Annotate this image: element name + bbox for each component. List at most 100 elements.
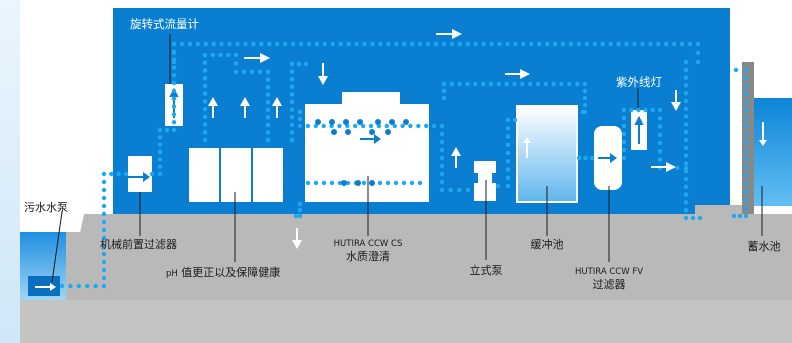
flow-dot xyxy=(632,41,637,47)
flow-dot xyxy=(683,184,689,189)
flow-dot xyxy=(297,116,303,122)
flow-dot xyxy=(608,41,613,47)
flow-dot xyxy=(202,91,208,96)
flow-dot xyxy=(171,104,177,109)
ph-prefix: pH xyxy=(166,269,178,279)
flow-dot xyxy=(305,123,311,129)
flow-dot xyxy=(545,41,550,47)
flow-dot xyxy=(679,41,685,47)
flow-dot xyxy=(683,98,689,104)
flow-dot xyxy=(303,61,309,67)
ccw-fv-model-label: HUTIRA CCW FV xyxy=(574,267,644,277)
flow-dot xyxy=(171,65,177,70)
flow-dot xyxy=(157,157,163,162)
flow-dot xyxy=(123,171,129,177)
flow-dot xyxy=(743,157,749,162)
flow-dot xyxy=(265,77,271,82)
flow-dot xyxy=(582,81,588,87)
flow-dot xyxy=(621,131,627,137)
flow-dot xyxy=(243,41,248,47)
flow-dot xyxy=(157,127,163,133)
flow-dot xyxy=(683,169,689,174)
flow-dot xyxy=(683,122,689,127)
sewage-pump-arrow xyxy=(35,283,56,291)
ph-tank-2 xyxy=(221,148,251,202)
flow-dot xyxy=(283,41,288,47)
flow-dot xyxy=(417,41,423,47)
flow-dot xyxy=(695,41,701,47)
flow-dot xyxy=(439,163,445,169)
flow-dot xyxy=(157,142,163,147)
flow-dot xyxy=(743,100,749,105)
flow-dot xyxy=(695,59,701,65)
flow-dot xyxy=(293,213,299,219)
flow-dot xyxy=(157,135,163,140)
flow-dot xyxy=(473,41,478,47)
flow-dot xyxy=(576,41,582,47)
flow-dot xyxy=(202,99,208,104)
flow-dot xyxy=(219,41,224,47)
flow-dot xyxy=(187,41,193,47)
flow-dot xyxy=(505,183,511,189)
flow-dot xyxy=(560,41,566,47)
flow-dot xyxy=(683,192,689,197)
flow-dot xyxy=(313,180,319,186)
flow-dot xyxy=(202,114,208,120)
flow-dot xyxy=(354,41,359,47)
flow-dot xyxy=(101,275,107,281)
flow-dot xyxy=(743,140,749,146)
flow-dot xyxy=(251,41,256,47)
flow-dot xyxy=(249,69,255,75)
buffer-tank-arrow xyxy=(523,137,531,158)
sewage-pump-label: 污水水泵 xyxy=(24,201,68,214)
flow-dot xyxy=(202,60,208,65)
flow-dot xyxy=(513,41,518,47)
flow-dot xyxy=(202,106,208,112)
flow-dot xyxy=(289,69,295,74)
flow-dot xyxy=(439,187,445,193)
flow-dot xyxy=(743,205,749,211)
flow-dot xyxy=(505,159,511,164)
flow-dot xyxy=(457,187,462,193)
flow-dot xyxy=(495,183,501,189)
flow-dot xyxy=(233,69,239,75)
flow-dot xyxy=(505,150,511,156)
flow-dot xyxy=(289,130,295,135)
flow-dot xyxy=(410,41,415,47)
flow-dot xyxy=(305,180,311,186)
flow-dot xyxy=(226,52,231,58)
flow-dot xyxy=(289,61,295,67)
pool-wall xyxy=(66,214,98,300)
flow-dot xyxy=(297,201,303,207)
flow-dot xyxy=(656,41,661,47)
flow-dot xyxy=(657,124,663,129)
flow-dot xyxy=(298,41,304,47)
flow-dot xyxy=(289,99,295,105)
storage-tank-label: 蓄水池 xyxy=(747,240,781,253)
flow-dot xyxy=(683,208,689,213)
flow-dot xyxy=(439,155,445,161)
flow-dot xyxy=(321,123,326,129)
flow-dot xyxy=(439,123,445,129)
flow-dot xyxy=(289,115,295,120)
flow-dot xyxy=(265,92,271,97)
ph-tank-3 xyxy=(253,148,283,202)
flow-path-storage xyxy=(293,67,749,219)
flow-dot xyxy=(297,123,303,129)
flow-dot xyxy=(743,75,749,81)
flow-dot xyxy=(385,180,391,186)
flow-dot xyxy=(401,180,407,186)
flow-dot xyxy=(353,123,358,129)
flow-dot xyxy=(101,227,107,233)
uv-lamp-arrow xyxy=(634,115,644,144)
flow-dot xyxy=(743,124,749,129)
flow-dot xyxy=(321,180,327,186)
flow-dot xyxy=(683,215,689,221)
flow-dot xyxy=(289,137,295,143)
flow-dot xyxy=(68,283,73,289)
flow-dot xyxy=(576,155,582,161)
rotameter-label: 旋转式流量计 xyxy=(130,17,199,31)
flow-dot xyxy=(505,134,511,139)
flow-dot xyxy=(505,167,511,172)
